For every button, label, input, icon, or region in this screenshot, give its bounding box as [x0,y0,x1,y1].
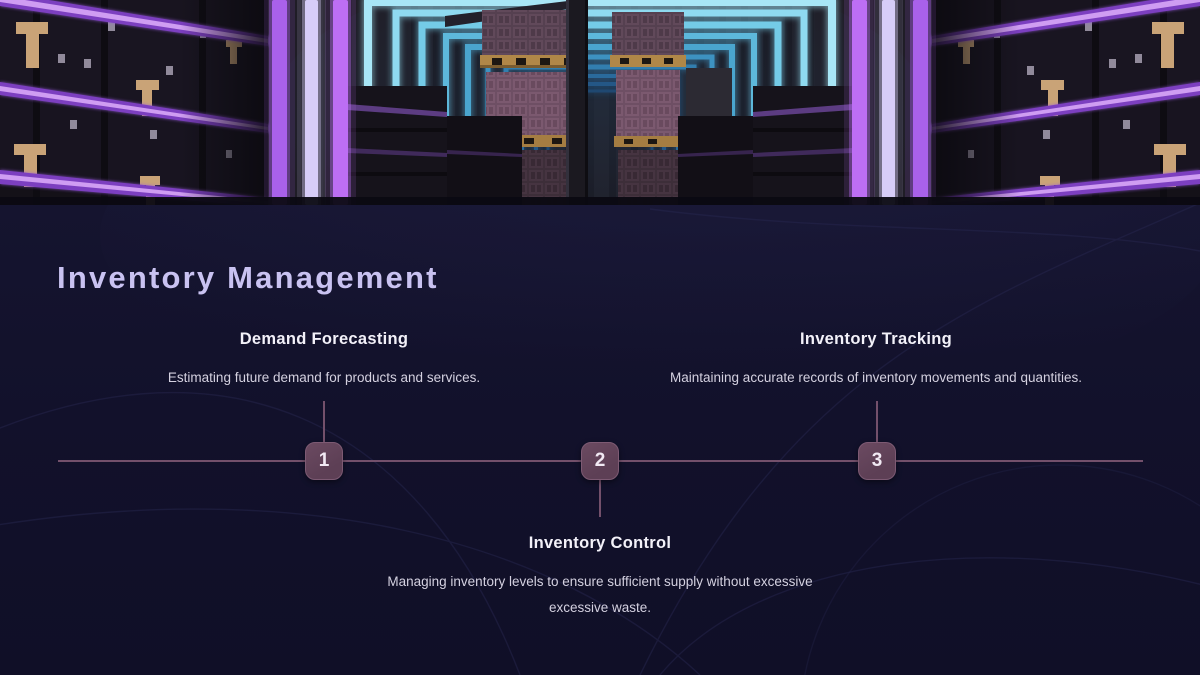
timeline-node-1: 1 [305,442,343,480]
slide-title: Inventory Management [57,260,439,295]
timeline-connector-2 [599,480,601,517]
item-title: Inventory Control [528,534,672,552]
warehouse-hero-graphic [0,0,1200,205]
node-number: 1 [318,450,330,471]
timeline-item-inventory-tracking: Inventory Tracking Maintaining accurate … [606,330,1146,391]
timeline-item-demand-forecasting: Demand Forecasting Estimating future dem… [84,330,564,391]
item-description: Maintaining accurate records of inventor… [670,370,1082,385]
item-title: Demand Forecasting [239,330,409,348]
timeline-connector-1 [323,401,325,442]
timeline-item-inventory-control: Inventory Control Managing inventory lev… [330,534,870,621]
item-title: Inventory Tracking [799,330,953,348]
node-number: 3 [871,450,883,471]
warehouse-hero-image [0,0,1200,205]
item-description: Estimating future demand for products an… [167,370,481,385]
item-description: Managing inventory levels to ensure suff… [387,574,813,615]
node-number: 2 [594,450,606,471]
timeline-node-3: 3 [858,442,896,480]
timeline-connector-3 [876,401,878,442]
timeline-node-2: 2 [581,442,619,480]
